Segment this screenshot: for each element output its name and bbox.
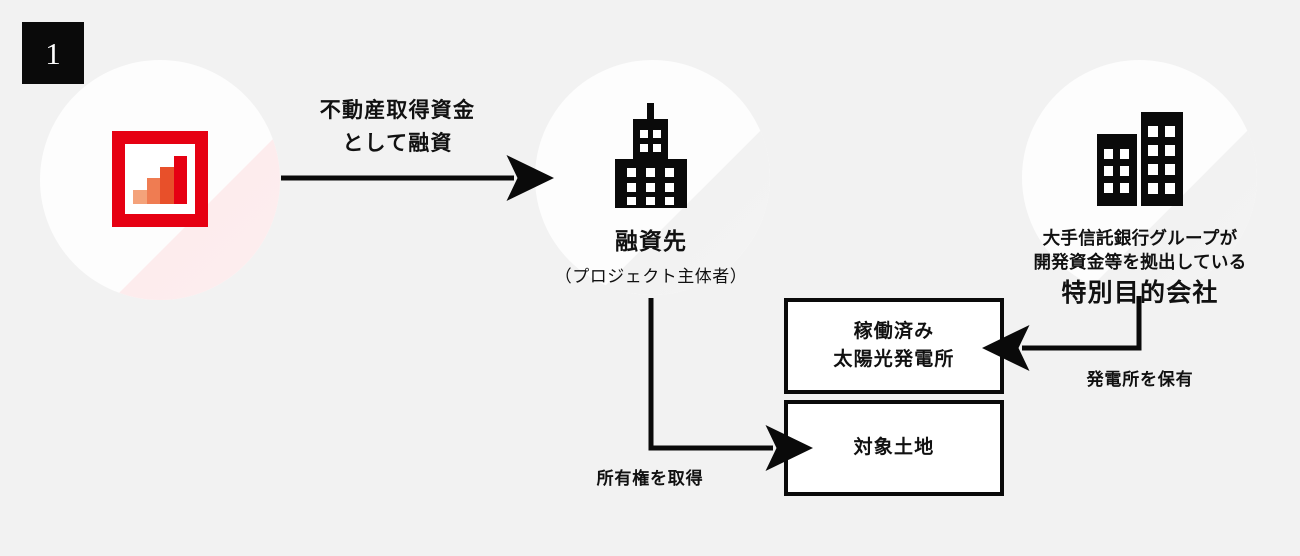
office-building-icon	[612, 103, 690, 208]
step-badge: 1	[22, 22, 84, 84]
spc-line-2: 開発資金等を拠出している	[1033, 252, 1247, 273]
arrow-ownership-label-text: 所有権を取得	[596, 469, 704, 488]
bar-3	[160, 166, 174, 204]
box-solar-line2: 太陽光発電所	[833, 349, 955, 370]
two-buildings-icon	[1097, 112, 1185, 206]
spc-title: 特別目的会社	[1061, 279, 1219, 308]
borrower-subtitle: （プロジェクト主体者）	[554, 266, 748, 286]
bar-chart-icon	[112, 131, 208, 227]
borrower-caption: 融資先 （プロジェクト主体者）	[501, 226, 801, 288]
arrow-loan-label: 不動産取得資金 として融資	[255, 95, 540, 160]
arrow-ownership-label: 所有権を取得	[525, 464, 775, 489]
bar-chart-bars	[133, 156, 187, 204]
spc-line-1: 大手信託銀行グループが	[1042, 228, 1238, 248]
arrow-holding-label: 発電所を保有	[1015, 365, 1265, 390]
borrower-title: 融資先	[615, 228, 687, 254]
bar-1	[133, 189, 147, 204]
bar-4	[173, 156, 187, 204]
box-target-land: 対象土地	[784, 400, 1004, 496]
arrow-ownership	[648, 298, 813, 472]
step-number: 1	[45, 35, 61, 71]
arrow-loan-label-line1: 不動産取得資金	[319, 99, 476, 122]
arrow-loan-label-line2: として融資	[342, 131, 453, 155]
spc-caption: 大手信託銀行グループが 開発資金等を拠出している 特別目的会社	[990, 226, 1290, 311]
bar-2	[146, 177, 160, 204]
box-solar-plant: 稼働済み 太陽光発電所	[784, 298, 1004, 394]
box-land-line1: 対象土地	[853, 436, 935, 458]
box-solar-line1: 稼働済み	[853, 320, 935, 342]
arrow-holding-label-text: 発電所を保有	[1086, 370, 1194, 389]
